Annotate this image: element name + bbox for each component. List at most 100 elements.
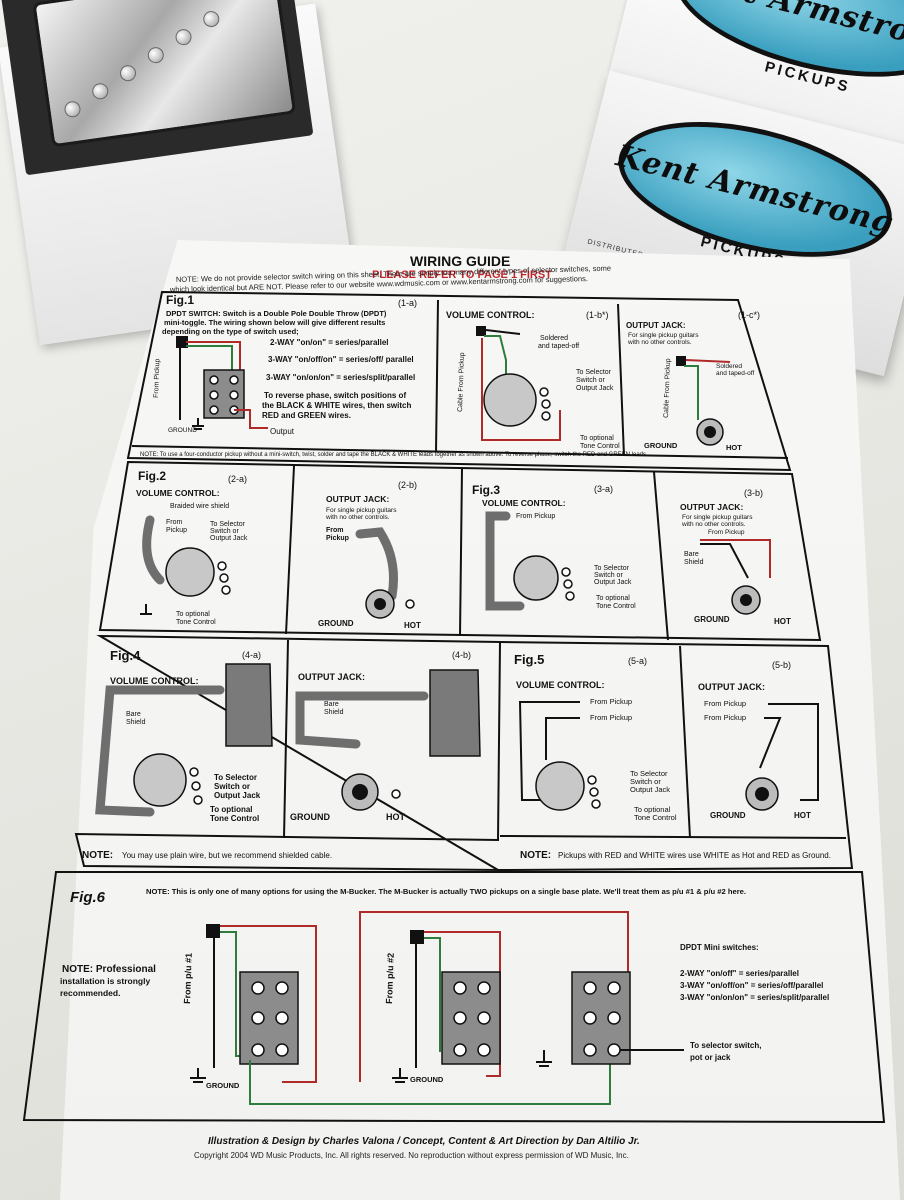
fig6-panel: Fig.6 NOTE: This is only one of many opt… [22, 871, 886, 1124]
fig6-sw-1: 2-WAY "on/off" = series/parallel [680, 969, 799, 978]
fig1-panel: Fig.1 (1-a) (1-b*) (1-c*) DPDT SWITCH: S… [126, 290, 792, 472]
fig2b-cable [355, 527, 398, 601]
jack-socket [755, 787, 769, 801]
fig6-wire [424, 937, 441, 1052]
fig1-divider [435, 299, 439, 453]
fig1-phase-3: RED and GREEN wires. [262, 411, 351, 420]
fig6-to-selector-2: pot or jack [690, 1053, 731, 1062]
switch-lug [607, 981, 621, 995]
fig6-to-selector-1: To selector switch, [690, 1041, 761, 1050]
fig2-3-frame [98, 460, 822, 642]
switch-lug [229, 375, 239, 385]
fig4b-pickup-body [429, 669, 481, 757]
fig2-fig3-row: Fig.2 (2-a) VOLUME CONTROL: Braided wire… [98, 460, 822, 642]
pot-lug [189, 767, 199, 777]
fig6-side-note-3: recommended. [60, 988, 120, 998]
fig4b-ground: GROUND [290, 812, 330, 822]
fig5-wire [518, 701, 580, 801]
jack-lug [391, 789, 401, 799]
fig5b-hot: HOT [794, 811, 811, 820]
jack-socket [740, 594, 752, 606]
fig1-from-pickup: From Pickup [153, 358, 161, 398]
fig5-to-selector-1: To Selector [630, 769, 668, 778]
fig1b-tone-1: To optional [580, 435, 614, 442]
fig6-dpdt-switch-1 [239, 971, 299, 1065]
fig3b-hot: HOT [774, 617, 791, 626]
fig6-dpdt-title: DPDT Mini switches: [680, 943, 759, 952]
ground-icon [192, 418, 204, 430]
fig-divider [679, 645, 691, 839]
fig6-sw-2: 3-WAY "on/off/on" = series/off/parallel [680, 981, 823, 990]
fig6-dpdt-switch-2 [441, 971, 501, 1065]
fig1c-cable-from-pickup: Cable From Pickup [663, 358, 672, 418]
fig1c-single-1: For single pickup guitars [628, 332, 699, 339]
fig5b-wire [768, 703, 819, 801]
fig3-from-pickup: From Pickup [516, 513, 555, 520]
fig6-wire [359, 911, 629, 1082]
fig2b-hot: HOT [404, 621, 421, 630]
copyright: Copyright 2004 WD Music Products, Inc. A… [194, 1151, 629, 1160]
fig1-phase-2: the BLACK & WHITE wires, then switch [262, 401, 411, 410]
fig1-divider [617, 303, 625, 457]
fig1b-wire [481, 338, 561, 441]
pot-lug [219, 573, 229, 583]
fig5-volume-title: VOLUME CONTROL: [516, 680, 605, 690]
fig3b-single-2: with no other controls. [681, 521, 746, 528]
fig3b-wire [700, 543, 749, 579]
fig1-code-a: (1-a) [398, 298, 417, 308]
fig5-note: Pickups with RED and WHITE wires use WHI… [558, 851, 831, 860]
fig3b-bare: Bare [684, 551, 699, 558]
fig1b-to-selector-3: Output Jack [576, 385, 614, 392]
fig1b-wire [485, 329, 521, 335]
fig1c-connector [676, 356, 686, 366]
credits: Illustration & Design by Charles Valona … [208, 1136, 640, 1147]
fig1-code-c: (1-c*) [738, 310, 760, 320]
fig1c-ground-label: GROUND [644, 441, 678, 450]
fig2-to-selector-2: Switch or [210, 528, 239, 535]
fig1-connector [176, 336, 188, 348]
fig3b-shield: Shield [684, 559, 704, 566]
fig3b-from-pickup: From Pickup [708, 529, 745, 536]
fig2-volume-title: VOLUME CONTROL: [136, 488, 220, 498]
fig4-label: Fig.4 [110, 648, 141, 663]
fig6-connector-2 [410, 930, 424, 944]
fig6-from-pu1: From p/u #1 [182, 953, 194, 1004]
fig6-note: NOTE: This is only one of many options f… [146, 887, 746, 896]
fig2-code-a: (2-a) [228, 474, 247, 484]
fig6-label: Fig.6 [70, 889, 106, 906]
fig6-side-note-1: NOTE: Professional [62, 964, 156, 975]
fig4-pickup-body [225, 663, 273, 747]
switch-lug [209, 375, 219, 385]
fig5-from-pickup-2: From Pickup [590, 713, 632, 722]
fig4b-shield: Shield [324, 709, 344, 716]
pot-lug [193, 795, 203, 805]
switch-lug [583, 1043, 597, 1057]
pot-lug [563, 579, 573, 589]
pot-lug [539, 387, 549, 397]
fig1-phase-1: To reverse phase, switch positions of [264, 391, 406, 400]
jack-socket [374, 598, 386, 610]
pot-lug [217, 561, 227, 571]
fig3b-wire [700, 539, 771, 578]
fig2-braided-cable [142, 515, 165, 585]
switch-lug [477, 981, 491, 995]
switch-lug [583, 1011, 597, 1025]
fig1-way-1: 2-WAY "on/on" = series/parallel [270, 338, 389, 347]
fig3-label: Fig.3 [472, 483, 500, 497]
fig1b-connector [476, 326, 486, 336]
fig2b-output-title: OUTPUT JACK: [326, 494, 389, 504]
fig1b-cable-from-pickup: Cable From Pickup [457, 352, 466, 412]
fig6-frame [22, 871, 886, 1124]
fig1c-soldered-1: Soldered [716, 363, 742, 370]
fig1b-to-selector-1: To Selector [576, 369, 612, 376]
pot-lug [561, 567, 571, 577]
fig5-tone-1: To optional [634, 805, 671, 814]
fig1b-volume-title: VOLUME CONTROL: [446, 310, 535, 320]
fig3-code-b: (3-b) [744, 488, 763, 498]
fig1c-wire [684, 365, 699, 420]
fig1-dpdt-line-1: DPDT SWITCH: Switch is a Double Pole Dou… [166, 309, 387, 318]
switch-lug [251, 1043, 265, 1057]
fig6-ground-1: GROUND [206, 1081, 240, 1090]
fig1b-tone-2: Tone Control [580, 443, 620, 450]
